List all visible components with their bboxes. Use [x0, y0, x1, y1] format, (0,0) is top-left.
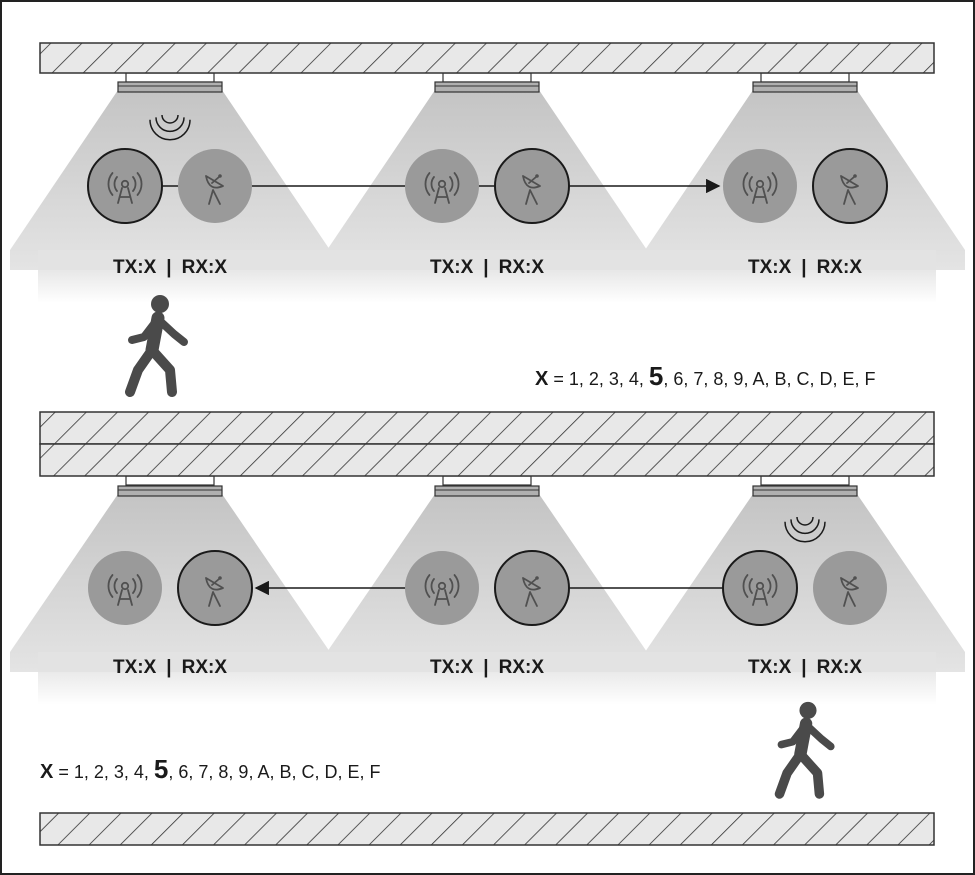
transmitter-node	[405, 551, 479, 625]
transmitter-node	[405, 149, 479, 223]
x-values-bottom: X = 1, 2, 3, 4, 5, 6, 7, 8, 9, A, B, C, …	[40, 754, 380, 784]
light-cone	[327, 494, 647, 672]
tx-rx-label: TX:X|RX:X	[430, 657, 544, 678]
middle-floor	[39, 411, 935, 445]
receiver-node	[494, 148, 570, 224]
middle-ceiling	[39, 443, 935, 477]
light-floor-band	[38, 250, 936, 270]
receiver-node	[494, 550, 570, 626]
top-corridor: TX:X|RX:X TX:X|RX:X TX:X|RX:X	[10, 72, 965, 278]
tx-rx-label: TX:X|RX:X	[748, 257, 862, 278]
light-floor-band	[38, 652, 936, 672]
luminaire	[752, 475, 858, 497]
tx-rx-label: TX:X|RX:X	[430, 257, 544, 278]
light-cone	[645, 494, 965, 672]
transmitter-node	[87, 148, 163, 224]
light-cone	[10, 90, 330, 270]
light-cone	[10, 494, 330, 672]
bottom-corridor: TX:X|RX:X TX:X|RX:X TX:X|RX:X	[10, 475, 965, 678]
tx-rx-label: TX:X|RX:X	[113, 257, 227, 278]
transmitter-node	[723, 149, 797, 223]
luminaire	[434, 72, 540, 93]
luminaire	[117, 72, 223, 93]
receiver-node	[177, 550, 253, 626]
transmitter-node	[722, 550, 798, 626]
receiver-node	[813, 551, 887, 625]
signal-waves-icon	[149, 114, 191, 141]
luminaire	[434, 475, 540, 497]
light-cone	[645, 90, 965, 270]
light-cone	[327, 90, 647, 270]
tx-rx-label: TX:X|RX:X	[748, 657, 862, 678]
luminaire	[117, 475, 223, 497]
receiver-node	[812, 148, 888, 224]
top-ceiling	[39, 42, 935, 74]
signal-waves-icon	[784, 516, 826, 543]
transmitter-node	[88, 551, 162, 625]
luminaire	[752, 72, 858, 93]
receiver-node	[178, 149, 252, 223]
bottom-floor	[39, 812, 935, 846]
x-values-top: X = 1, 2, 3, 4, 5, 6, 7, 8, 9, A, B, C, …	[535, 361, 875, 391]
tx-rx-label: TX:X|RX:X	[113, 657, 227, 678]
